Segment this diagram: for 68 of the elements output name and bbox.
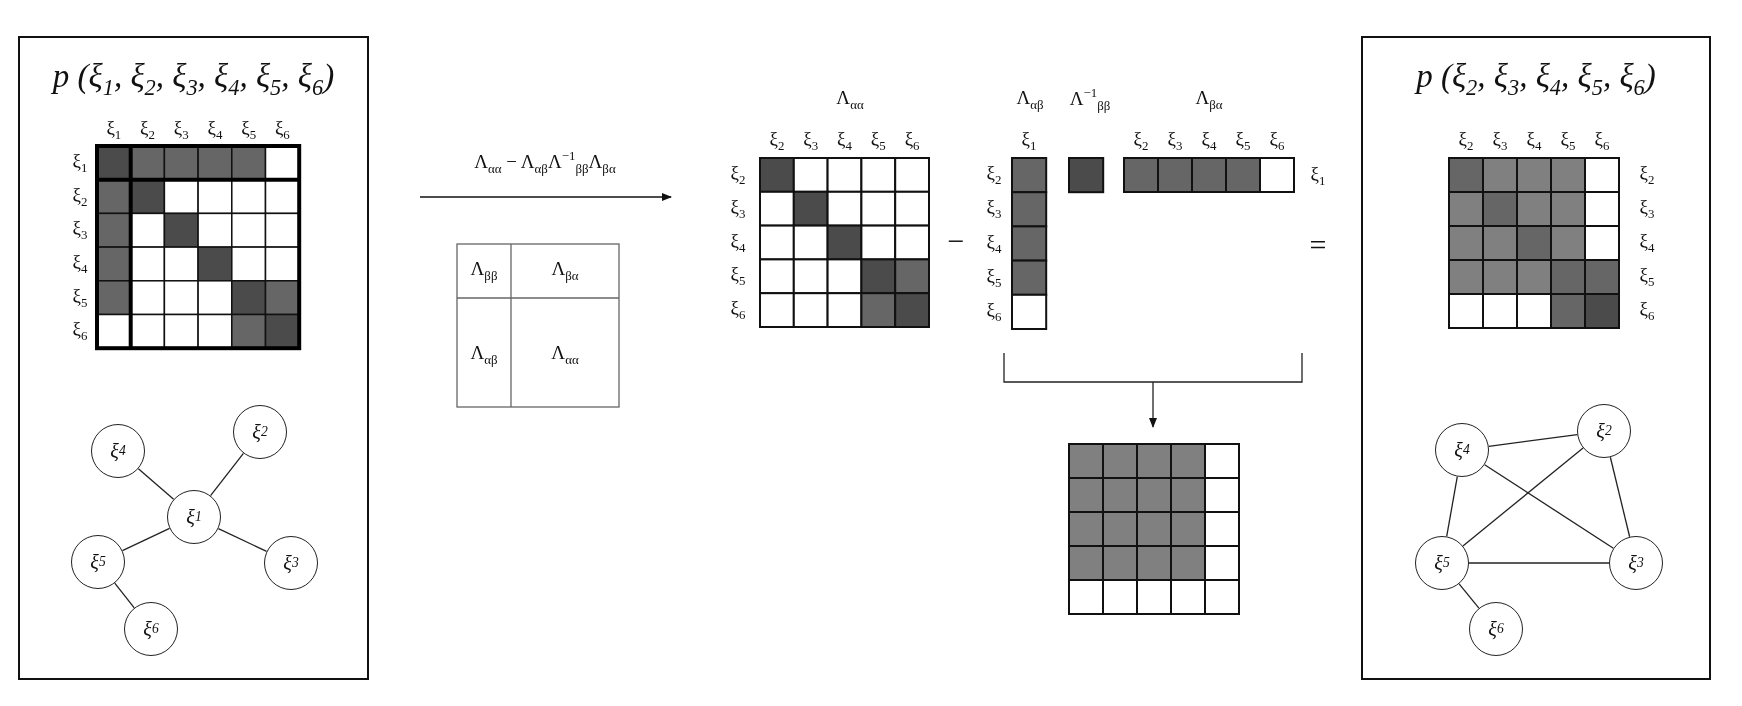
row-header: ξ$_{2}$ — [72, 184, 88, 209]
row-header: ξ$_{3}$ — [1639, 197, 1655, 221]
equals-sign: = — [1309, 230, 1327, 260]
matrix-title: Λ$_{αα}$ — [836, 88, 864, 112]
row-header: ξ$_{1}$ — [1310, 164, 1326, 188]
matrix-title: Λ$_{βα}$ — [1195, 88, 1223, 112]
graph-edge — [1609, 456, 1631, 538]
row-header: ξ$_{5}$ — [730, 264, 746, 289]
row-header: ξ$_{1}$ — [72, 151, 88, 175]
row-header: ξ$_{2}$ — [730, 163, 746, 187]
row-header: ξ$_{5}$ — [986, 265, 1002, 290]
column-header: ξ$_{6}$ — [904, 129, 920, 153]
column-header: ξ$_{2}$ — [769, 129, 785, 153]
block-name: Λ$_{αβ}$ — [470, 343, 498, 367]
row-header: ξ$_{4}$ — [72, 252, 88, 276]
row-header: ξ$_{3}$ — [72, 218, 88, 243]
column-header: ξ$_{5}$ — [1560, 129, 1576, 153]
column-header: ξ$_{4}$ — [1526, 129, 1542, 153]
column-header: ξ$_{3}$ — [173, 118, 189, 142]
graph-edge — [1484, 464, 1614, 549]
column-header: ξ$_{5}$ — [1235, 129, 1251, 153]
row-header: ξ$_{2}$ — [1639, 163, 1655, 187]
column-header: ξ$_{1}$ — [1021, 129, 1037, 153]
block-name: Λ$_{βα}$ — [551, 259, 579, 283]
row-header: ξ$_{6}$ — [72, 319, 88, 344]
graph-edge — [1446, 475, 1458, 538]
row-header: ξ$_{6}$ — [730, 298, 746, 322]
graph-edge — [1488, 433, 1578, 448]
row-header: ξ$_{6}$ — [986, 300, 1002, 324]
row-header: ξ$_{2}$ — [986, 163, 1002, 187]
column-header: ξ$_{6}$ — [1594, 129, 1610, 153]
graph-edge — [1462, 447, 1584, 547]
column-header: ξ$_{3}$ — [1167, 129, 1183, 153]
column-header: ξ$_{2}$ — [140, 118, 155, 142]
graph-edge — [137, 468, 175, 500]
row-header: ξ$_{5}$ — [72, 285, 88, 310]
column-header: ξ$_{3}$ — [803, 129, 819, 153]
row-header: ξ$_{3}$ — [730, 196, 746, 221]
column-header: ξ$_{5}$ — [241, 118, 257, 142]
distribution-title: p (ξ$_{1}$, ξ$_{2}$, ξ$_{3}$, ξ$_{4}$, ξ$_{5}$, ξ$_{6}$) — [50, 58, 336, 101]
column-header: ξ$_{2}$ — [1133, 129, 1149, 153]
row-header: ξ$_{5}$ — [1639, 265, 1655, 289]
row-header: ξ$_{4}$ — [730, 230, 746, 255]
graph-edge — [209, 452, 245, 497]
graph-edge — [114, 582, 135, 609]
graph-edge — [1468, 562, 1610, 564]
column-header: ξ$_{5}$ — [870, 129, 886, 153]
column-header: ξ$_{4}$ — [837, 129, 852, 153]
column-header: ξ$_{1}$ — [106, 118, 122, 142]
row-header: ξ$_{6}$ — [1639, 299, 1655, 323]
minus-sign: − — [947, 226, 965, 256]
column-header: ξ$_{4}$ — [1201, 129, 1217, 153]
matrix-title: Λ$_{αβ}$ — [1016, 88, 1044, 112]
column-header: ξ$_{3}$ — [1492, 129, 1508, 153]
block-name: Λ$_{αα}$ — [551, 343, 579, 367]
column-header: ξ$_{6}$ — [1269, 129, 1285, 153]
graph-edge — [1458, 583, 1480, 609]
row-header: ξ$_{4}$ — [986, 231, 1002, 256]
column-header: ξ$_{2}$ — [1458, 129, 1474, 153]
formula-label: Λ$_{αα}$ − Λ$_{αβ}$Λ$^{−1}$$_{ββ}$Λ$_{βα}$ — [474, 150, 616, 176]
graph-edge — [121, 527, 171, 552]
row-header: ξ$_{3}$ — [986, 197, 1002, 222]
column-header: ξ$_{6}$ — [274, 118, 290, 142]
column-header: ξ$_{4}$ — [207, 118, 223, 142]
distribution-title: p (ξ$_{2}$, ξ$_{3}$, ξ$_{4}$, ξ$_{5}$, ξ$_{6}$) — [1413, 58, 1657, 101]
row-header: ξ$_{4}$ — [1639, 231, 1655, 255]
block-name: Λ$_{ββ}$ — [470, 259, 498, 283]
graph-edge — [217, 527, 268, 553]
